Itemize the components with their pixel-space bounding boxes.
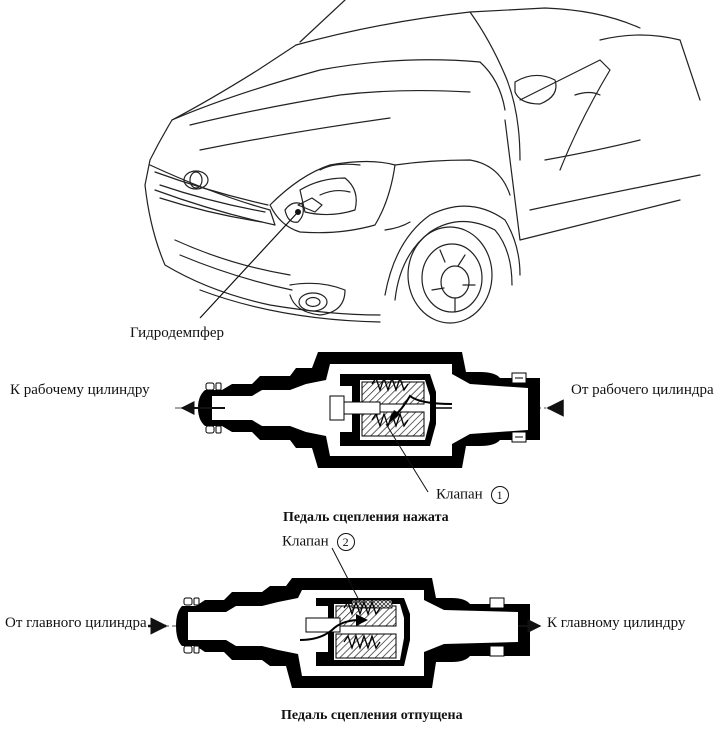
- from-master-cylinder-label: От главного цилиндра: [5, 615, 147, 631]
- damper-section-pressed: [175, 352, 564, 493]
- damper-section-released: [148, 547, 542, 688]
- caption-pedal-released: Педаль сцепления отпущена: [281, 708, 463, 723]
- damper-marker: [295, 209, 301, 215]
- valve-1-text: Клапан: [436, 486, 483, 503]
- damper-label: Гидродемпфер: [130, 325, 225, 341]
- valve-2-label: Клапан 2: [282, 533, 355, 551]
- valve-1-label: Клапан 1: [436, 486, 509, 504]
- to-slave-cylinder-label: К рабочему цилиндру: [10, 382, 150, 398]
- from-slave-cylinder-label: От рабочего цилиндра: [571, 382, 714, 398]
- valve-2-number-badge: 2: [336, 533, 355, 551]
- damper-leader-line: [199, 211, 299, 319]
- valve-1-number-badge: 1: [490, 486, 509, 504]
- car-illustration: [144, 0, 701, 324]
- caption-pedal-pressed: Педаль сцепления нажата: [283, 510, 449, 525]
- valve-2-text: Клапан: [282, 533, 329, 550]
- to-master-cylinder-label: К главному цилиндру: [547, 615, 686, 631]
